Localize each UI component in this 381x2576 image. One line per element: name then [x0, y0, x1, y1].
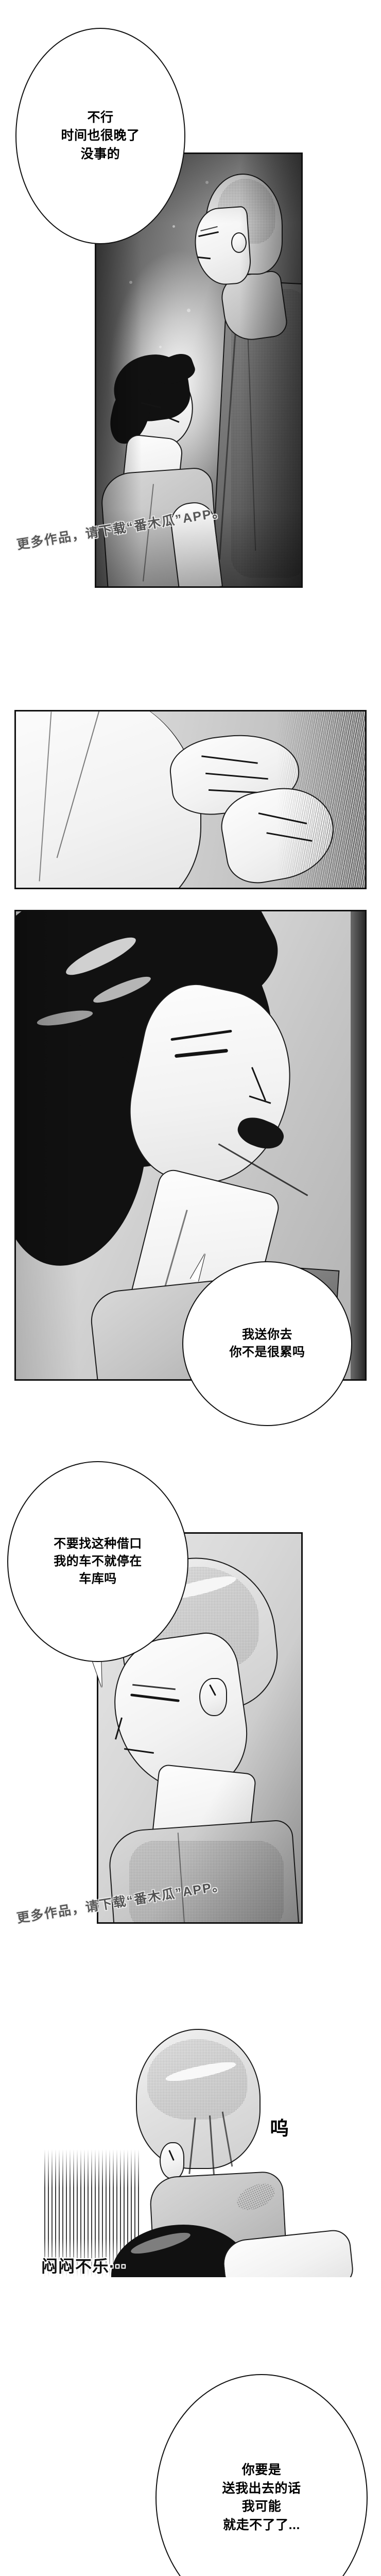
collar-screentone: [129, 1841, 284, 1922]
bokeh-dot: [129, 281, 132, 284]
panel-3-right-strip: [351, 911, 365, 1379]
speech-bubble-1: 不行 时间也很晚了 没事的: [15, 28, 185, 244]
panel-1-ear: [231, 232, 247, 253]
comic-panel-5: [0, 2020, 381, 2277]
panel-2-dark-corner: [272, 711, 365, 888]
panel-5-ear: [160, 2142, 184, 2179]
speech-bubble-3: 不要找这种借口 我的车不就停在 车库吗: [7, 1461, 188, 1662]
speech-bubble-4: 你要是 送我出去的话 我可能 就走不了了...: [155, 2374, 368, 2576]
panel-4-ear: [199, 1678, 227, 1716]
comic-panel-2: [14, 710, 367, 889]
speech-bubble-1-text: 不行 时间也很晚了 没事的: [61, 110, 140, 161]
bokeh-dot: [159, 346, 162, 348]
speech-bubble-2-text: 我送你去 你不是很累吗: [229, 1327, 305, 1359]
bokeh-dot: [205, 181, 209, 184]
bokeh-dot: [172, 225, 175, 228]
bokeh-dot: [187, 309, 190, 312]
speech-bubble-2: 我送你去 你不是很累吗: [182, 1261, 352, 1426]
speech-bubble-3-text: 不要找这种借口 我的车不就停在 车库吗: [54, 1536, 142, 1586]
speech-bubble-4-text: 你要是 送我出去的话 我可能 就走不了了...: [222, 2463, 301, 2532]
sfx-gloomy: 闷闷不乐···: [41, 2257, 127, 2276]
sfx-wu: 呜: [270, 2118, 289, 2139]
panel-5-blond-head: [136, 2029, 261, 2169]
hair-screentone: [147, 2039, 247, 2120]
panel-2-torso: [16, 711, 201, 888]
